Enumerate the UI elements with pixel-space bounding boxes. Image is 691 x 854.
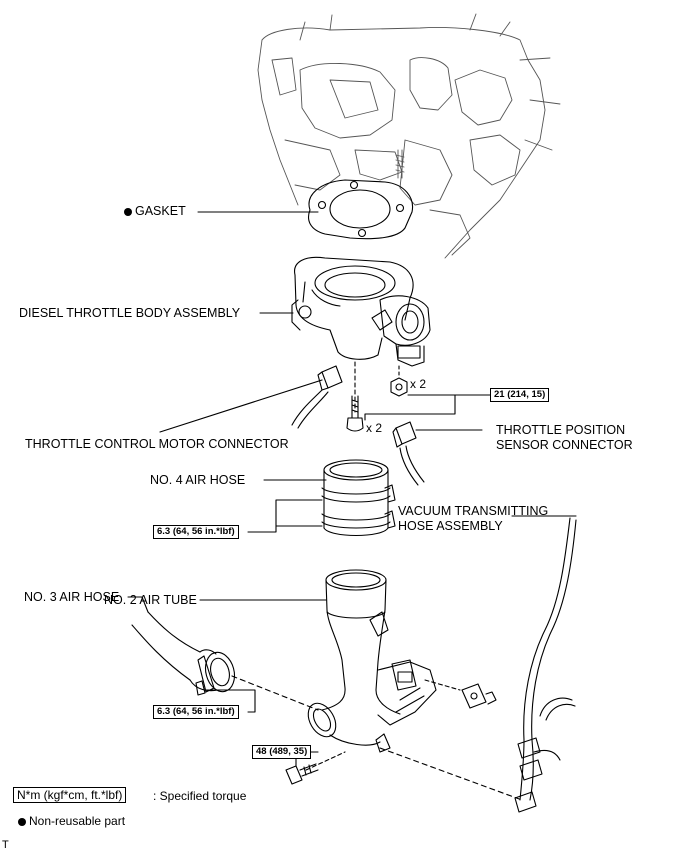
torque-legend-unit: N*m (kgf*cm, ft.*lbf) <box>13 787 127 803</box>
motor-connector-drawing <box>291 365 343 429</box>
no2-air-tube-drawing <box>307 569 437 753</box>
torque-no4-hose: 6.3 (64, 56 in.*lbf) <box>153 525 239 539</box>
throttle-bolt-drawing <box>346 395 364 432</box>
position-sensor-connector-drawing <box>392 421 425 486</box>
no3-torque-leader <box>205 689 256 713</box>
air-tube-bolt-drawing <box>285 763 319 785</box>
torque-throttle-body: 21 (214, 15) <box>490 388 550 402</box>
gasket-drawing <box>307 179 414 240</box>
vsv-connector-drawing <box>461 683 497 709</box>
no2-tube-label: NO. 2 AIR TUBE <box>104 593 197 607</box>
no3-hose-label: NO. 3 AIR HOSE <box>24 590 120 604</box>
gasket-label: GASKET <box>124 204 186 219</box>
torque-no3-hose: 6.3 (64, 56 in.*lbf) <box>153 705 239 719</box>
vacuum-hose-label: VACUUM TRANSMITTING HOSE ASSEMBLY <box>398 504 549 533</box>
tube-bolt-guide <box>305 751 346 771</box>
torque-air-tube-bolt: 48 (489, 35) <box>252 745 312 759</box>
no4-torque-leader <box>247 499 323 533</box>
torque-leader-throttle <box>364 394 491 421</box>
no4-hose-label: NO. 4 AIR HOSE <box>150 473 246 487</box>
tube-guide-line <box>379 747 523 801</box>
no3-air-hose-drawing <box>131 611 236 696</box>
corner-mark: T <box>2 839 9 851</box>
motor-connector-label: THROTTLE CONTROL MOTOR CONNECTOR <box>25 437 289 451</box>
torque-legend-desc: : Specified torque <box>153 789 247 803</box>
no4-air-hose-drawing <box>321 459 396 536</box>
engine-block-drawing <box>257 13 561 259</box>
position-sensor-label: THROTTLE POSITION SENSOR CONNECTOR <box>496 423 633 452</box>
non-reusable-legend-dot-icon <box>18 817 26 826</box>
motor-connector-leader <box>159 379 323 433</box>
nut-quantity: x 2 <box>410 377 427 391</box>
vacuum-hose-drawing <box>514 517 577 813</box>
throttle-body-label: DIESEL THROTTLE BODY ASSEMBLY <box>19 306 241 320</box>
non-reusable-legend: Non-reusable part <box>18 814 125 828</box>
hose-guide-line <box>231 675 319 711</box>
throttle-body-drawing <box>291 256 431 367</box>
non-reusable-dot-icon <box>124 207 132 216</box>
throttle-nut-drawing <box>390 377 408 397</box>
bolt-quantity: x 2 <box>366 421 383 435</box>
no3-hose-leader <box>127 596 149 613</box>
